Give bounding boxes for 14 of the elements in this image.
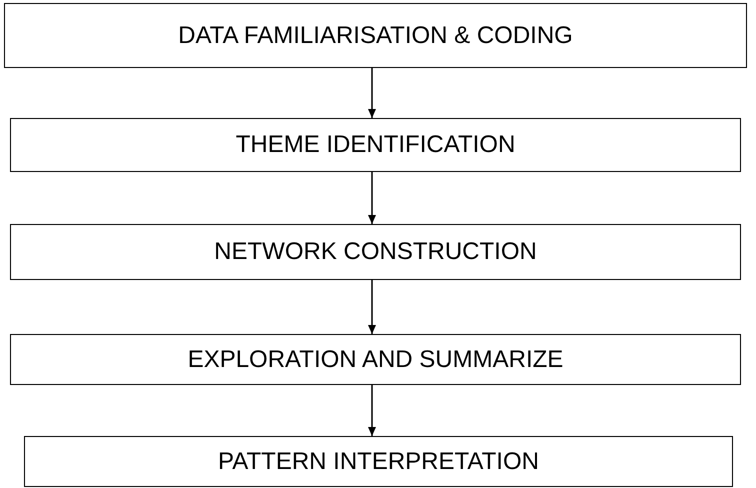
arrow: [368, 172, 376, 224]
step-label: PATTERN INTERPRETATION: [218, 446, 539, 476]
step-label: EXPLORATION AND SUMMARIZE: [188, 344, 564, 374]
arrow: [368, 68, 376, 118]
step-label: THEME IDENTIFICATION: [236, 130, 516, 160]
step-label: DATA FAMILIARISATION & CODING: [178, 20, 573, 50]
process-box: [4, 3, 747, 68]
process-box: [24, 436, 733, 487]
process-box: [10, 224, 741, 280]
process-box: [10, 334, 741, 385]
step-label: NETWORK CONSTRUCTION: [214, 237, 537, 267]
arrow: [368, 280, 376, 334]
process-box: [10, 118, 741, 172]
arrow: [368, 385, 376, 436]
